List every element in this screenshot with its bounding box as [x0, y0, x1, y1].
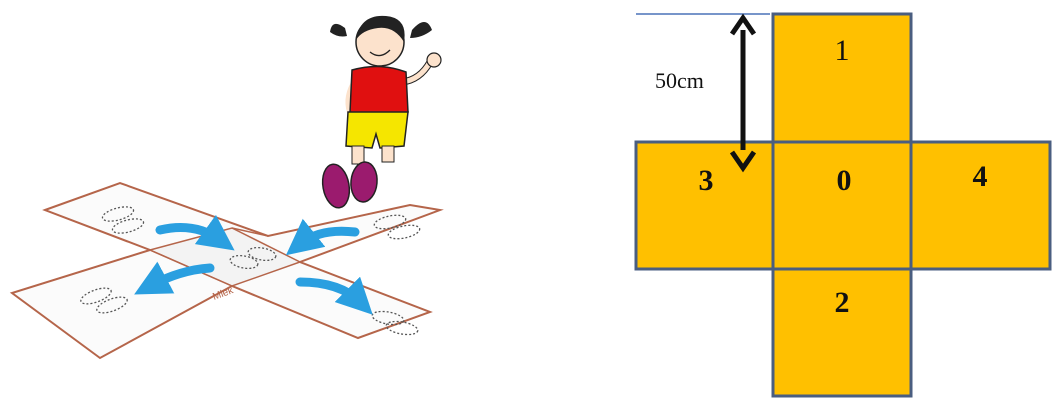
footprint-icon	[373, 214, 407, 230]
girl-shoe	[321, 163, 351, 209]
footprint-icon	[385, 320, 419, 336]
footprint-icon	[229, 254, 259, 270]
mat-divider	[231, 227, 269, 237]
cell-top	[771, 12, 913, 144]
footprint-icon	[387, 224, 421, 240]
hair-pigtail	[330, 23, 347, 37]
footprint-icon	[111, 218, 145, 234]
arrow-icon	[155, 214, 235, 251]
footprint-icon	[371, 310, 405, 326]
cell-label-center: 0	[837, 164, 852, 197]
grid-diagram: 1 3 0 4 2 50cm	[634, 12, 1052, 398]
cell-left	[634, 140, 775, 271]
footprint-icon	[96, 296, 128, 314]
jump-arrows	[134, 214, 373, 315]
hopscotch-illustration: Mlek	[9, 15, 444, 360]
girl-figure	[321, 15, 442, 209]
girl-hair	[356, 15, 405, 42]
footprint-prints	[80, 206, 421, 336]
footprint-icon	[80, 287, 112, 305]
hair-pigtail	[410, 22, 432, 38]
cell-label-right: 4	[973, 160, 988, 193]
cell-label-left: 3	[699, 164, 714, 197]
arrow-icon	[285, 218, 360, 256]
girl-shirt	[349, 65, 409, 116]
arrow-icon	[295, 276, 373, 315]
cell-label-bottom: 2	[835, 286, 850, 319]
girl-shorts	[345, 111, 409, 149]
girl-smile	[369, 49, 391, 57]
arrow-icon	[134, 261, 215, 295]
girl-shoe	[350, 161, 378, 203]
footprint-icon	[247, 246, 277, 262]
cell-label-top: 1	[835, 34, 850, 67]
hopscotch-mat: Mlek	[9, 181, 444, 360]
cell-bottom	[771, 267, 913, 398]
measure-arrow	[729, 13, 757, 173]
girl-leg	[351, 145, 365, 165]
girl-leg	[381, 145, 395, 163]
footprint-icon	[101, 206, 135, 222]
cell-right	[909, 140, 1052, 271]
cell-center	[771, 140, 913, 271]
measure-label: 50cm	[655, 68, 704, 93]
arrowhead-up-icon	[729, 13, 757, 36]
arrowhead-down-icon	[729, 150, 757, 173]
girl-hand	[426, 52, 442, 68]
